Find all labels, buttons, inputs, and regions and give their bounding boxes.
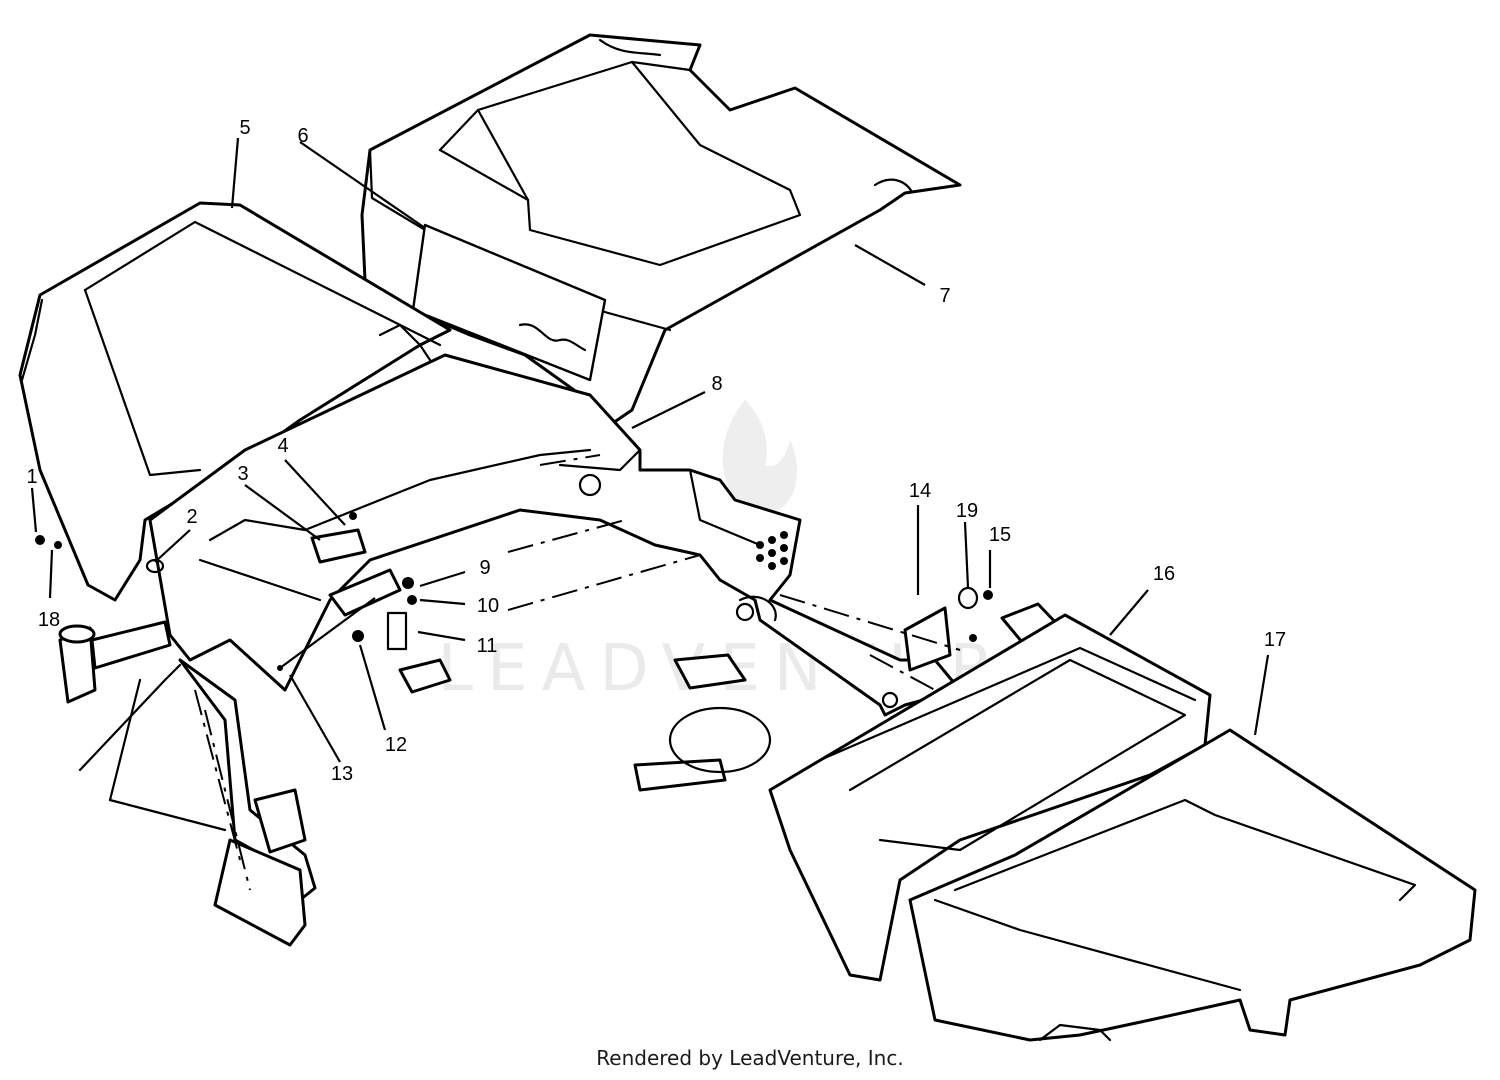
center-hardware	[35, 512, 1060, 792]
leader-lines	[30, 137, 1270, 763]
callout-7: 7	[939, 285, 950, 307]
callout-4: 4	[277, 435, 288, 457]
vent-holes	[756, 531, 788, 570]
callout-16: 16	[1153, 563, 1175, 585]
part-6-decal	[411, 223, 607, 382]
callout-8: 8	[711, 373, 722, 395]
callout-2: 2	[186, 506, 197, 528]
part-16-right-fender	[768, 613, 1212, 982]
callout-14: 14	[909, 480, 931, 502]
callout-18: 18	[38, 609, 60, 631]
callout-10: 10	[477, 595, 499, 617]
callout-9: 9	[479, 557, 490, 579]
phantom-lines	[194, 454, 961, 891]
callout-5: 5	[239, 117, 250, 139]
credit-line: Rendered by LeadVenture, Inc.	[596, 1046, 904, 1070]
part-18-bracket	[58, 620, 182, 772]
callout-3: 3	[237, 463, 248, 485]
callout-13: 13	[331, 763, 353, 785]
pedal-assembly	[108, 658, 317, 947]
callout-19: 19	[956, 500, 978, 522]
watermark-flame-icon	[722, 400, 797, 515]
callout-15: 15	[989, 524, 1011, 546]
callouts: 1 2 3 4 5 6 7 8 9 10 11 12 13 14 15 16 1…	[26, 117, 1286, 785]
part-17-rear-fender	[908, 728, 1477, 1042]
callout-17: 17	[1264, 629, 1286, 651]
callout-12: 12	[385, 734, 407, 756]
callout-1: 1	[26, 466, 37, 488]
callout-11: 11	[477, 635, 498, 657]
callout-6: 6	[297, 125, 308, 147]
